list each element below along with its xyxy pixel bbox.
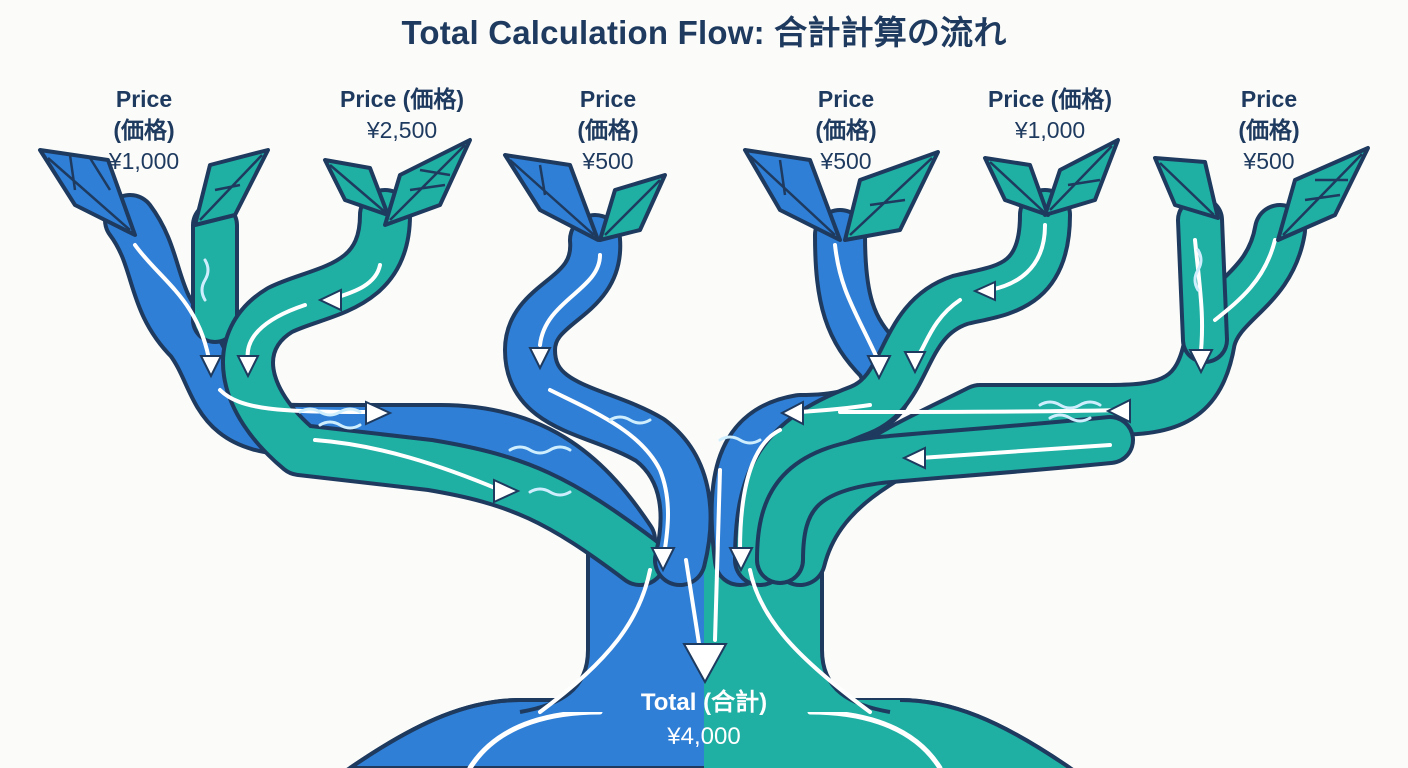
flow-arrowheads [199, 280, 1214, 685]
leaf-name: Price [115, 86, 173, 112]
left-branches [103, 188, 713, 587]
leaf-group-5 [983, 138, 1120, 217]
leaf-group-6 [1153, 146, 1370, 242]
leaf-label-4: Price (価格) ¥500 [746, 84, 946, 177]
leaf-group-4 [743, 148, 940, 242]
flow-lines [133, 223, 1277, 714]
leaf-name: Price [817, 86, 875, 112]
leaf-name: Price [1240, 86, 1298, 112]
leaf-name-jp: (価格) [113, 117, 175, 143]
leaf-value: ¥500 [1243, 148, 1295, 174]
leaves [38, 138, 1370, 242]
total-label: Total (合計) ¥4,000 [584, 686, 824, 754]
root-spread [346, 698, 1074, 768]
leaf-group-1 [38, 148, 270, 237]
leaf-name: Price [579, 86, 637, 112]
total-name: Total (合計) [640, 689, 768, 716]
leaf-value: ¥1,000 [108, 148, 180, 174]
leaf-name: Price (価格) [340, 86, 464, 112]
leaf-value: ¥1,000 [1014, 117, 1086, 143]
leaf-label-1: Price (価格) ¥1,000 [44, 84, 244, 177]
leaf-group-3 [503, 153, 667, 242]
leaf-group-2 [323, 138, 472, 227]
leaf-label-3: Price (価格) ¥500 [508, 84, 708, 177]
leaf-value: ¥500 [582, 148, 634, 174]
leaf-value: ¥500 [820, 148, 872, 174]
leaf-name-jp: (価格) [815, 117, 877, 143]
leaf-name: Price (価格) [988, 86, 1112, 112]
leaf-name-jp: (価格) [1238, 117, 1300, 143]
leaf-label-2: Price (価格) ¥2,500 [302, 84, 502, 146]
leaf-label-6: Price (価格) ¥500 [1169, 84, 1369, 177]
water-ripples [200, 248, 1203, 497]
total-value: ¥4,000 [667, 723, 741, 750]
leaf-name-jp: (価格) [577, 117, 639, 143]
leaf-value: ¥2,500 [366, 117, 438, 143]
diagram-title: Total Calculation Flow: 合計計算の流れ [401, 14, 1007, 51]
leaf-label-5: Price (価格) ¥1,000 [950, 84, 1150, 146]
